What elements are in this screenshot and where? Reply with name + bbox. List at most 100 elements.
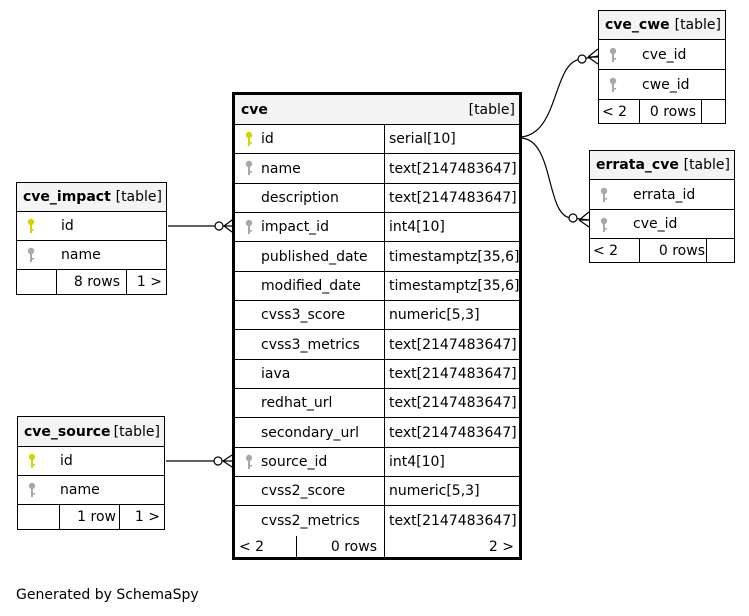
column-row[interactable]: id: [17, 212, 166, 241]
table-name: cve: [241, 101, 268, 118]
column-type: text[2147483647]: [389, 160, 517, 177]
column-name: cwe_id: [642, 76, 690, 93]
table-footer: 8 rows 1 >: [17, 270, 166, 294]
table-name: cve_source: [24, 423, 111, 440]
link-cwe-crowfoot: [587, 48, 599, 65]
column-name: cvss2_score: [261, 483, 346, 499]
table-type: [table]: [683, 157, 730, 173]
column-name: secondary_url: [261, 424, 360, 441]
column-type: timestamptz[35,6]: [389, 248, 520, 265]
foreign-key-icon: [609, 77, 617, 92]
table-errata-cve[interactable]: errata_cve [table] errata_id cve_id < 2 …: [589, 150, 735, 263]
parents-count[interactable]: < 2: [593, 242, 619, 259]
foreign-key-icon: [600, 217, 608, 232]
table-header: cve_impact [table]: [17, 183, 166, 212]
parents-count[interactable]: < 2: [239, 539, 265, 555]
table-header: cve_cwe [table]: [599, 11, 725, 40]
foreign-key-icon: [609, 47, 617, 62]
column-name: cvss3_score: [261, 307, 346, 323]
column-name: id: [261, 131, 274, 147]
column-type: text[2147483647]: [389, 424, 517, 441]
column-row[interactable]: source_id int4[10]: [235, 448, 519, 477]
column-row[interactable]: cwe_id: [599, 70, 725, 100]
foreign-key-icon: [27, 247, 35, 262]
column-name: modified_date: [261, 278, 361, 294]
column-name: name: [261, 160, 301, 177]
column-row[interactable]: name text[2147483647]: [235, 154, 519, 184]
table-header: errata_cve [table]: [590, 151, 734, 180]
column-name: name: [61, 247, 101, 263]
column-name: description: [261, 190, 339, 206]
table-cve-source[interactable]: cve_source [table] id name 1 row 1 >: [17, 416, 165, 530]
column-row[interactable]: description text[2147483647]: [235, 184, 519, 213]
column-name: impact_id: [261, 219, 329, 235]
table-name: errata_cve: [596, 157, 679, 173]
column-name: cvss2_metrics: [261, 513, 360, 529]
column-type: serial[10]: [389, 131, 456, 147]
row-count: 0 rows: [658, 242, 705, 259]
foreign-key-icon: [28, 482, 36, 497]
table-cve-cwe[interactable]: cve_cwe [table] cve_id cwe_id < 2 0 rows: [598, 10, 726, 124]
row-count: 8 rows: [73, 274, 120, 290]
column-name: source_id: [261, 454, 328, 470]
column-type: text[2147483647]: [389, 366, 517, 382]
column-row[interactable]: name: [18, 476, 164, 505]
table-name: cve_impact: [23, 189, 111, 205]
parents-count[interactable]: < 2: [602, 103, 628, 120]
column-row[interactable]: id serial[10]: [235, 125, 519, 154]
column-type: text[2147483647]: [389, 336, 517, 353]
foreign-key-icon: [245, 160, 253, 175]
column-name: id: [60, 453, 73, 469]
column-name: cve_id: [642, 46, 687, 63]
foreign-key-icon: [600, 187, 608, 202]
column-type: int4[10]: [389, 219, 445, 235]
table-type: [table]: [113, 423, 160, 440]
column-row[interactable]: impact_id int4[10]: [235, 213, 519, 242]
link-errata-optional-marker: [568, 213, 578, 223]
column-type: numeric[5,3]: [389, 307, 480, 323]
column-row[interactable]: modified_date timestamptz[35,6]: [235, 272, 519, 301]
column-type: timestamptz[35,6]: [389, 278, 520, 294]
column-name: id: [61, 218, 74, 234]
row-count: 1 row: [77, 509, 116, 525]
column-name: name: [60, 482, 100, 498]
foreign-key-icon: [245, 219, 253, 234]
column-row[interactable]: errata_id: [590, 180, 734, 210]
column-type: text[2147483647]: [389, 190, 517, 206]
table-footer: < 2 0 rows 2 >: [235, 536, 519, 558]
children-count[interactable]: 2 >: [488, 539, 514, 555]
table-cve[interactable]: cve [table] id serial[10] name text[2147483…: [232, 92, 522, 560]
column-type: numeric[5,3]: [389, 483, 480, 499]
column-row[interactable]: cvss2_score numeric[5,3]: [235, 477, 519, 506]
column-name: cve_id: [633, 216, 678, 232]
link-impact-crowfoot: [223, 219, 233, 233]
table-header: cve [table]: [235, 95, 519, 125]
link-source-crowfoot: [222, 454, 233, 468]
column-name: redhat_url: [261, 395, 333, 411]
link-errata-crowfoot: [578, 211, 590, 228]
table-footer: < 2 0 rows: [590, 239, 734, 262]
column-row[interactable]: cvss3_score numeric[5,3]: [235, 301, 519, 330]
table-footer: 1 row 1 >: [18, 505, 164, 529]
column-type: int4[10]: [389, 454, 445, 470]
column-row[interactable]: id: [18, 447, 164, 476]
children-count[interactable]: 1 >: [134, 509, 160, 525]
column-row[interactable]: name: [17, 241, 166, 270]
column-row[interactable]: secondary_url text[2147483647]: [235, 418, 519, 448]
primary-key-icon: [27, 218, 35, 233]
table-cve-impact[interactable]: cve_impact [table] id name 8 rows 1 >: [16, 182, 167, 295]
link-source-optional-marker: [213, 456, 223, 466]
row-count: 0 rows: [330, 539, 377, 555]
generated-by-caption: Generated by SchemaSpy: [16, 587, 199, 603]
column-row[interactable]: cve_id: [599, 40, 725, 70]
children-count[interactable]: 1 >: [136, 274, 162, 290]
column-row[interactable]: cve_id: [590, 210, 734, 239]
primary-key-icon: [245, 131, 253, 146]
link-cwe: [519, 55, 599, 138]
